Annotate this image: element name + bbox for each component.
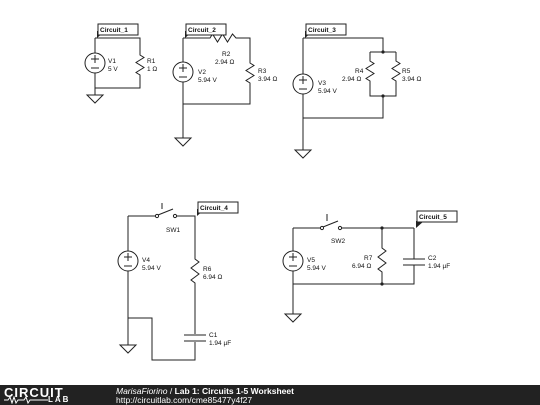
r1-name: R1	[147, 58, 156, 65]
switch-sw1[interactable]	[154, 203, 178, 219]
voltage-source-v2[interactable]	[172, 61, 194, 83]
v4-value: 5.94 V	[142, 265, 161, 272]
r2-name: R2	[222, 51, 231, 58]
switch-sw2[interactable]	[319, 214, 343, 231]
c1-value: 1.94 µF	[209, 340, 231, 347]
wire	[176, 215, 196, 256]
logo-text-top: CIRCUIT	[4, 385, 64, 400]
r4-name: R4	[355, 68, 364, 75]
circuit-2-label: Circuit_2	[188, 27, 216, 34]
voltage-source-v4[interactable]	[117, 250, 139, 272]
r7-name: R7	[364, 255, 373, 262]
c1-name: C1	[209, 332, 218, 339]
author-name[interactable]: MarisaFiorino	[116, 386, 168, 396]
r6-value: 6.94 Ω	[203, 274, 222, 281]
circuit-5: SW2 V5 5.94 V R7 6.94 Ω C2 1.94 µF Circu…	[282, 210, 458, 323]
circuit-4-label: Circuit_4	[200, 205, 228, 212]
circuit-tag[interactable]: Circuit_5	[416, 210, 458, 228]
r4-value: 2.94 Ω	[342, 76, 361, 83]
r5-value: 3.94 Ω	[402, 76, 421, 83]
junction	[380, 282, 384, 286]
voltage-source-v1[interactable]	[84, 52, 106, 74]
ground-icon	[293, 149, 313, 159]
v2-name: V2	[198, 69, 206, 76]
r6-name: R6	[203, 266, 212, 273]
footer-bar: CIRCUIT LAB MarisaFiorino / Lab 1: Circu…	[0, 385, 540, 405]
schematic-url[interactable]: http://circuitlab.com/cme85477y4f27	[116, 395, 253, 405]
wire	[293, 265, 415, 285]
c2-name: C2	[428, 255, 437, 262]
resistor-r6[interactable]	[190, 256, 200, 288]
sw1-name: SW1	[166, 227, 180, 234]
wire	[369, 84, 397, 97]
junction	[380, 226, 384, 230]
r2-value: 2.94 Ω	[215, 59, 234, 66]
v5-value: 5.94 V	[307, 265, 326, 272]
ground-icon	[283, 313, 303, 323]
circuit-tag[interactable]: Circuit_4	[197, 201, 239, 216]
r7-value: 6.94 Ω	[352, 263, 371, 270]
wire	[183, 86, 251, 105]
resistor-r7[interactable]	[377, 245, 387, 277]
circuit-3-label: Circuit_3	[308, 27, 336, 34]
logo-text-bottom: LAB	[48, 395, 71, 404]
wire	[95, 37, 141, 52]
v3-name: V3	[318, 80, 326, 87]
resistor-r5[interactable]	[391, 58, 401, 84]
r5-name: R5	[402, 68, 411, 75]
wire	[128, 317, 196, 361]
sw2-name: SW2	[331, 238, 345, 245]
junction	[381, 50, 385, 54]
resistor-r3[interactable]	[245, 60, 255, 86]
r1-value: 1 Ω	[147, 66, 157, 73]
title-separator: /	[167, 386, 175, 396]
wire	[303, 96, 384, 119]
circuit-1-label: Circuit_1	[100, 27, 128, 34]
v4-name: V4	[142, 257, 150, 264]
junction	[381, 94, 385, 98]
circuit-4: SW1 V4 5.94 V R6 6.94 Ω C1 1.94 µF Circu…	[117, 201, 239, 361]
capacitor-c2[interactable]	[403, 258, 425, 266]
schematic-name: Lab 1: Circuits 1-5 Worksheet	[174, 386, 294, 396]
schematic-title: MarisaFiorino / Lab 1: Circuits 1-5 Work…	[116, 386, 294, 396]
v2-value: 5.94 V	[198, 77, 217, 84]
waveform-icon	[4, 396, 48, 404]
circuit-tag[interactable]: Circuit_2	[185, 23, 227, 38]
resistor-r1[interactable]	[135, 52, 145, 78]
schematic-drawing: V1 5 V R1 1 Ω Circuit_1 R2 2.94 Ω V2	[84, 23, 458, 361]
ground-icon	[85, 94, 105, 104]
voltage-source-v3[interactable]	[292, 73, 314, 95]
resistor-r4[interactable]	[365, 58, 375, 84]
circuit-2: R2 2.94 Ω V2 5.94 V R3 3.94 Ω Circuit_2	[172, 23, 277, 147]
voltage-source-v5[interactable]	[282, 250, 304, 272]
circuit-1: V1 5 V R1 1 Ω Circuit_1	[84, 23, 157, 104]
ground-icon	[173, 137, 193, 147]
v5-name: V5	[307, 257, 315, 264]
c2-value: 1.94 µF	[428, 263, 450, 270]
circuit-3: R4 2.94 Ω R5 3.94 Ω V3 5.94 V Circuit_3	[292, 23, 421, 159]
wire	[239, 37, 251, 60]
v1-value: 5 V	[108, 66, 118, 73]
v3-value: 5.94 V	[318, 88, 337, 95]
ground-icon	[118, 344, 138, 354]
v1-name: V1	[108, 58, 116, 65]
r3-name: R3	[258, 68, 267, 75]
capacitor-c1[interactable]	[184, 334, 206, 342]
schematic-canvas[interactable]: V1 5 V R1 1 Ω Circuit_1 R2 2.94 Ω V2	[0, 0, 540, 385]
circuit-tag[interactable]: Circuit_1	[97, 23, 139, 38]
wire	[95, 78, 141, 89]
circuit-5-label: Circuit_5	[419, 214, 447, 221]
circuitlab-logo[interactable]: CIRCUIT LAB	[4, 385, 94, 404]
wire	[303, 37, 384, 52]
circuit-tag[interactable]: Circuit_3	[305, 23, 347, 38]
r3-value: 3.94 Ω	[258, 76, 277, 83]
